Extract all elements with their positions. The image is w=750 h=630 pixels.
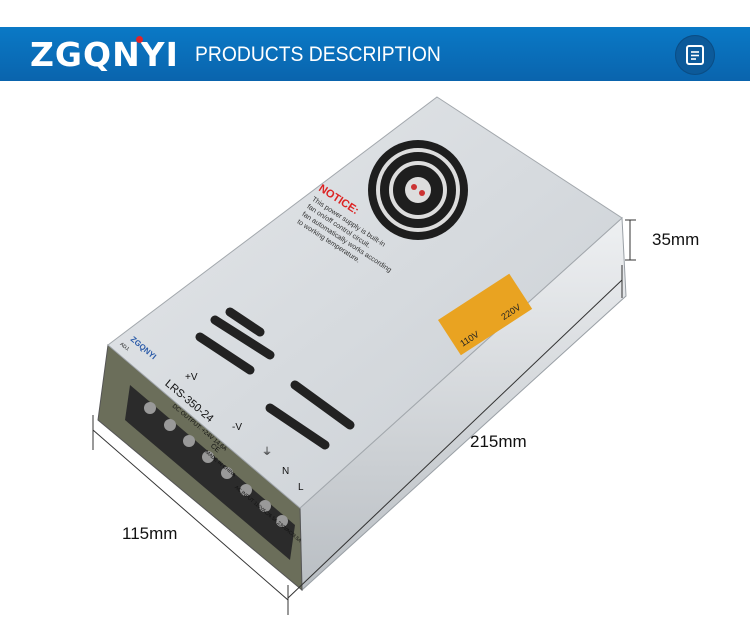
menu-button[interactable]	[675, 35, 715, 75]
ce-mark: CE	[209, 443, 221, 455]
terminal-label: N	[282, 466, 289, 477]
page-title: PRODUCTS DESCRIPTION	[195, 43, 441, 66]
terminal-label: +V	[185, 372, 198, 383]
height-dimension: 35mm	[652, 230, 700, 249]
adj-label: ADJ.	[118, 341, 130, 353]
terminal-screws	[144, 402, 288, 527]
fan-icon	[368, 140, 468, 240]
vent-slots	[195, 307, 355, 450]
header-bar: ZGQNYI PRODUCTS DESCRIPTION	[0, 27, 750, 81]
document-list-icon	[686, 45, 704, 65]
terminal-label: -V	[232, 422, 242, 433]
terminal-labels: +V -V ⏚ N L	[185, 372, 304, 493]
terminal-label: L	[298, 482, 304, 493]
width-dimension: 115mm	[122, 524, 178, 543]
length-dimension: 215mm	[470, 432, 527, 451]
brand-logo: ZGQNYI	[30, 35, 179, 74]
terminal-label: ⏚	[262, 446, 272, 458]
logo-dot	[136, 36, 143, 43]
dimension-lines	[92, 219, 636, 615]
top-face	[107, 96, 623, 509]
